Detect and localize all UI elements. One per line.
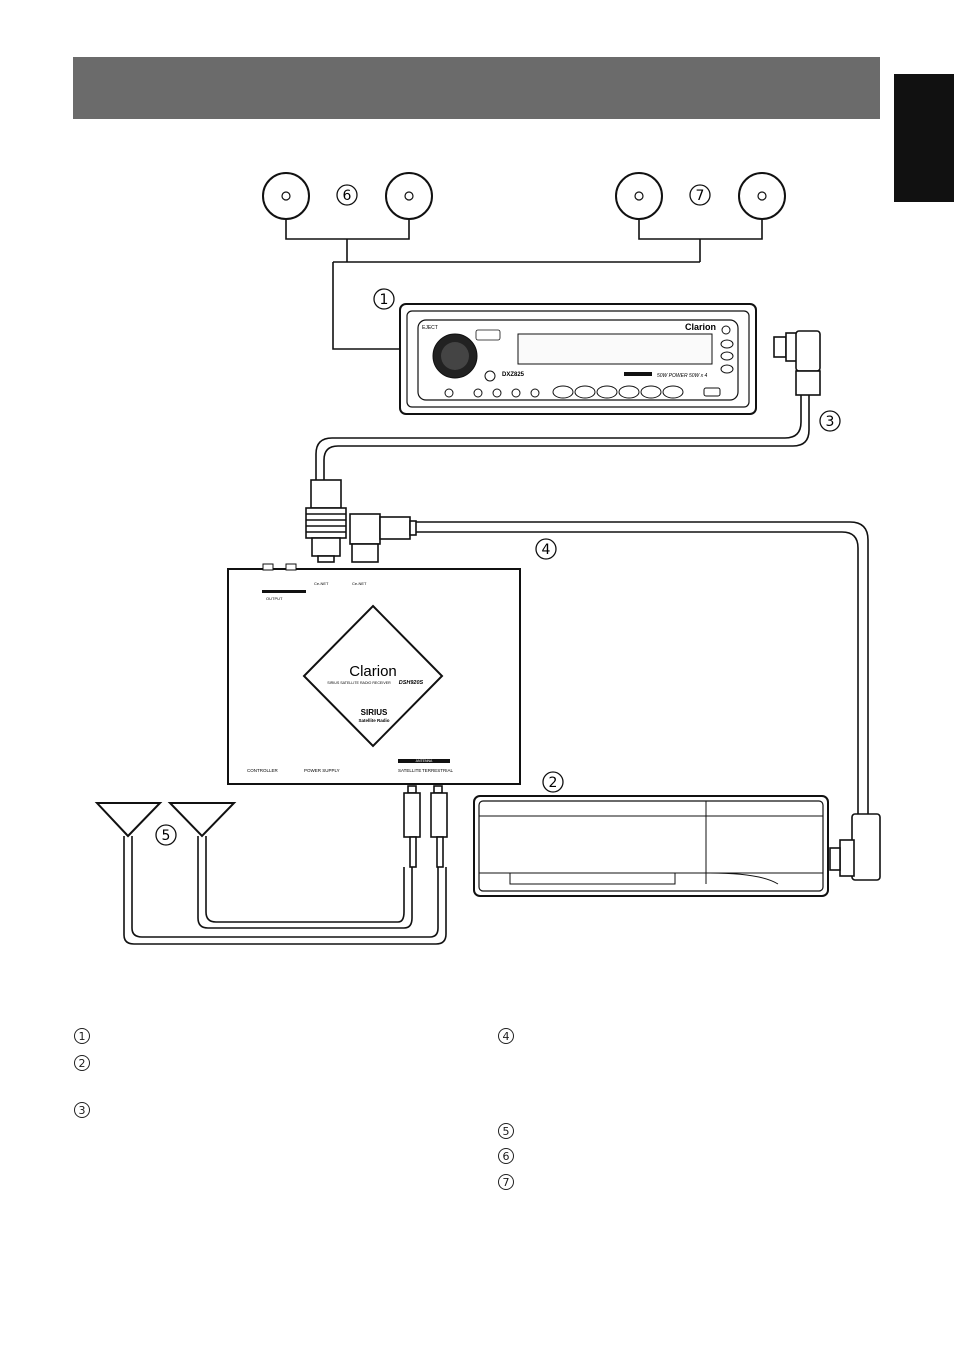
svg-text:SIRIUS: SIRIUS: [361, 708, 388, 717]
svg-text:Clarion: Clarion: [349, 663, 397, 680]
label-4: 4: [535, 538, 557, 560]
svg-text:POWER SUPPLY: POWER SUPPLY: [304, 768, 340, 773]
svg-text:Satellite Radio: Satellite Radio: [358, 718, 389, 723]
legend-6: 6: [498, 1147, 514, 1164]
label-6: 6: [336, 184, 358, 206]
legend-3: 3: [74, 1101, 90, 1118]
cd-changer: [473, 795, 829, 897]
svg-text:ANTENNA: ANTENNA: [416, 759, 433, 763]
antenna-plugs: [403, 785, 448, 868]
svg-text:2: 2: [549, 775, 558, 791]
svg-text:50W POWER 50W x 4: 50W POWER 50W x 4: [657, 373, 708, 379]
head-unit: EJECT DXZ825 50W POWER 50W x 4 Clarion: [399, 303, 757, 415]
svg-text:Ce-NET: Ce-NET: [352, 581, 367, 586]
connector-4-tuner: [349, 513, 417, 563]
svg-text:OUTPUT: OUTPUT: [266, 596, 283, 601]
legend-7: 7: [498, 1173, 514, 1190]
label-1: 1: [373, 288, 395, 310]
svg-text:CONTROLLER: CONTROLLER: [247, 768, 279, 773]
header-bar: [73, 57, 880, 119]
legend-4: 4: [498, 1027, 514, 1044]
svg-text:EJECT: EJECT: [422, 325, 438, 331]
sirius-tuner: OUTPUT Ce-NET Ce-NET Clarion SIRIUS SATE…: [227, 563, 521, 785]
side-tab: [894, 74, 954, 202]
connector-tuner-main: [305, 479, 347, 563]
legend-5: 5: [498, 1122, 514, 1139]
label-3: 3: [819, 410, 841, 432]
speaker-right-front: [385, 172, 433, 220]
svg-text:Ce-NET: Ce-NET: [314, 581, 329, 586]
label-5: 5: [155, 824, 177, 846]
svg-text:SATELLITE: SATELLITE: [398, 768, 421, 773]
svg-text:DSH920S: DSH920S: [399, 680, 424, 686]
legend-2: 2: [74, 1054, 90, 1071]
svg-text:5: 5: [162, 828, 171, 844]
cable-3: [315, 395, 810, 480]
antenna-terrestrial: [167, 802, 237, 838]
svg-text:DXZ825: DXZ825: [502, 372, 525, 378]
speaker-wiring: [285, 219, 763, 350]
speaker-right-rear: [738, 172, 786, 220]
svg-text:6: 6: [343, 188, 352, 204]
speaker-left-front: [262, 172, 310, 220]
connection-diagram: 6 7 1 3 4 2 5 EJECT DXZ825 50W POWER 50W…: [94, 172, 881, 945]
label-7: 7: [689, 184, 711, 206]
connector-3: [773, 330, 821, 396]
cable-4: [416, 521, 869, 818]
label-2: 2: [542, 771, 564, 793]
svg-text:Clarion: Clarion: [685, 322, 716, 332]
speaker-left-rear: [615, 172, 663, 220]
svg-text:SIRIUS SATELLITE RADIO RECEIVE: SIRIUS SATELLITE RADIO RECEIVER: [327, 681, 391, 685]
legend-1: 1: [74, 1027, 90, 1044]
svg-text:7: 7: [696, 188, 705, 204]
svg-text:TERRESTRIAL: TERRESTRIAL: [422, 768, 454, 773]
connector-4-changer: [829, 813, 881, 881]
antenna-cables: [123, 836, 447, 945]
antenna-satellite: [94, 802, 163, 838]
svg-text:1: 1: [380, 292, 389, 308]
svg-text:4: 4: [542, 542, 551, 558]
svg-text:3: 3: [826, 414, 835, 430]
